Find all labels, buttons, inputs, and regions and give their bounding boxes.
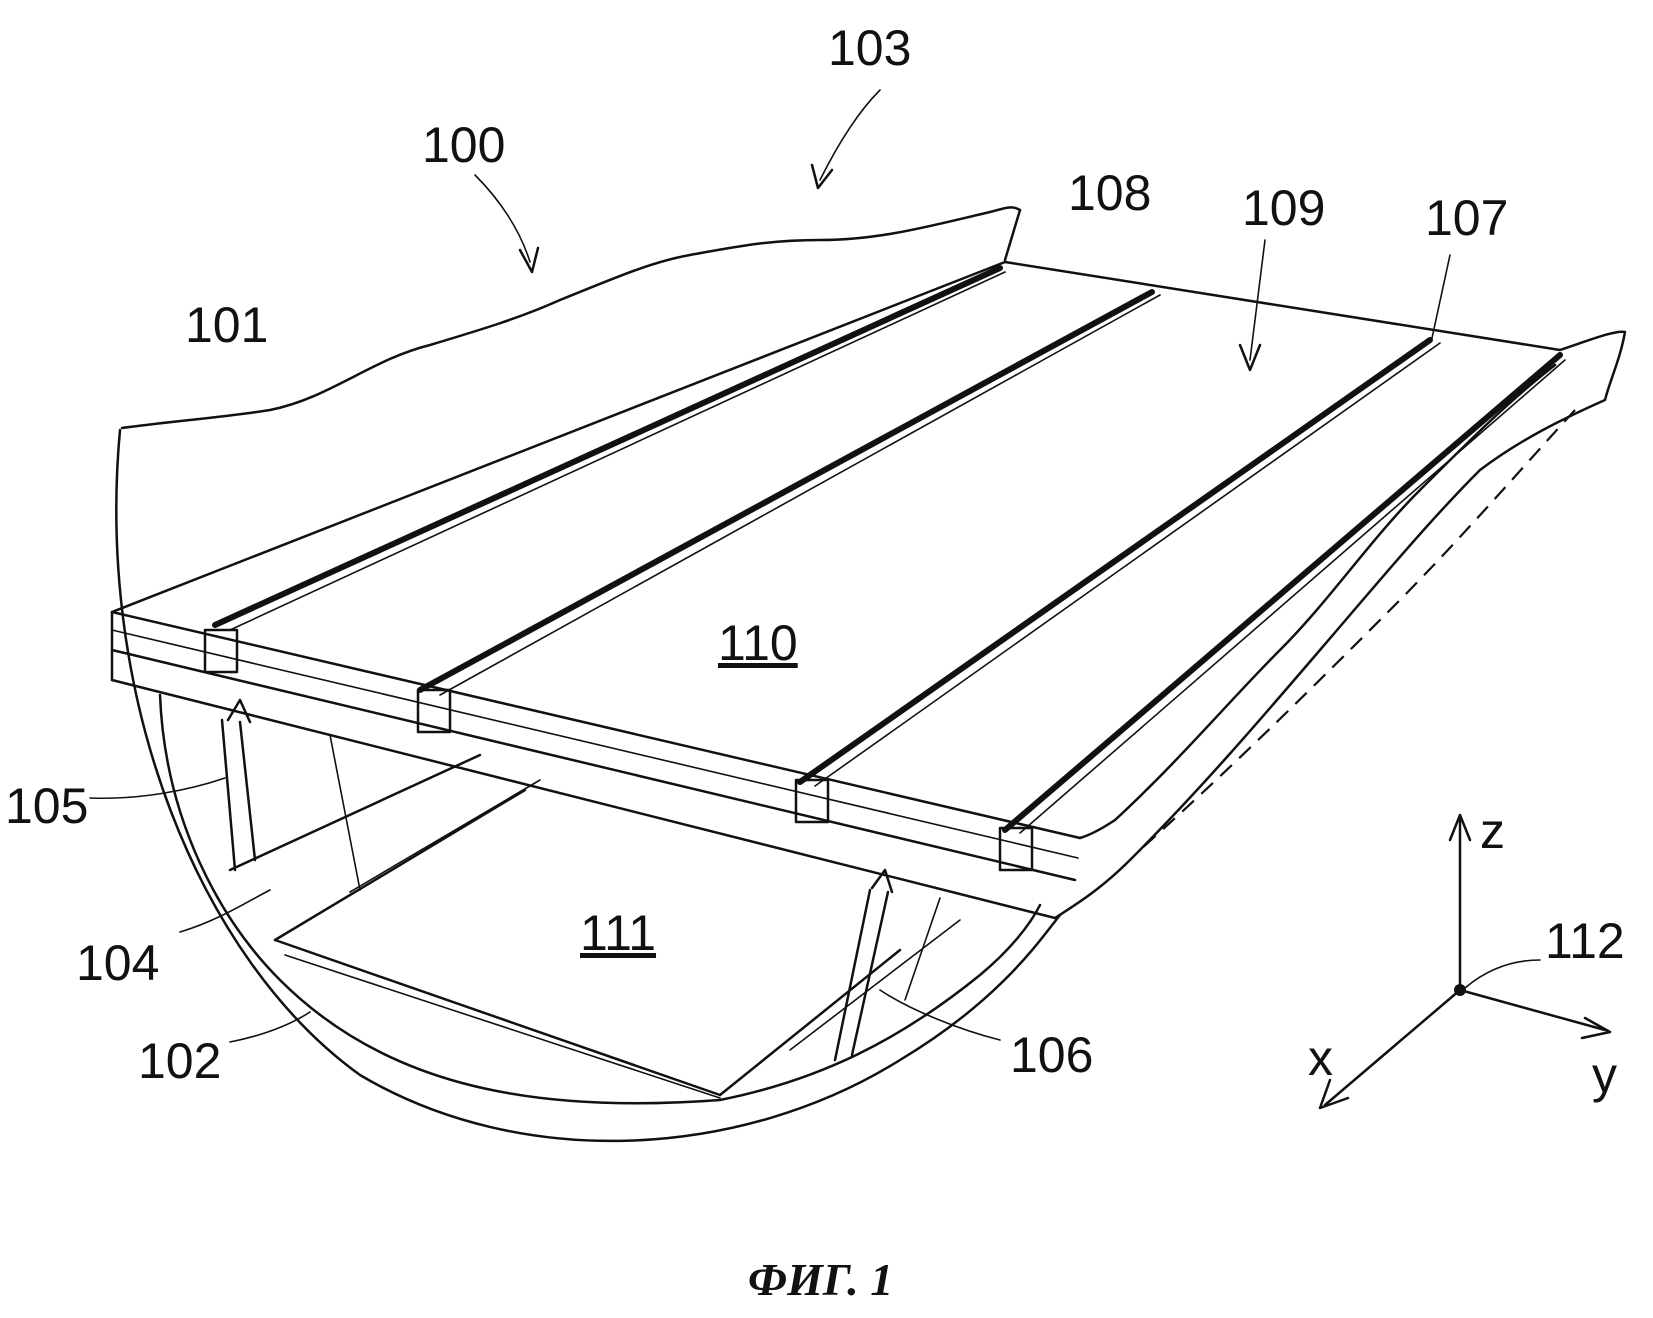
- leader-109: [1249, 239, 1266, 361]
- strut-106: [833, 888, 890, 1062]
- right-skin-dashed: [1139, 409, 1576, 851]
- leader-109-arrow: [1238, 343, 1262, 372]
- leader-105: [89, 777, 226, 800]
- floor-front-under-edge: [110, 678, 1057, 920]
- strut-105: [220, 718, 257, 872]
- lower-skin-inner: [158, 693, 1042, 1105]
- lower-right-brace: [718, 948, 902, 1097]
- figure-caption: ФИГ. 1: [748, 1254, 893, 1305]
- rail-2-profile: [416, 688, 452, 734]
- fuselage-break-line: [120, 206, 1022, 430]
- strut-mid: [329, 734, 361, 891]
- lower-beam: [228, 753, 482, 872]
- lower-beam-2: [349, 779, 541, 893]
- rail-1-edge: [229, 271, 1006, 631]
- rail-3-profile: [794, 778, 830, 824]
- floor-front-bottom-edge: [110, 648, 1077, 882]
- lower-floor-back: [273, 788, 527, 942]
- label-107: 107: [1425, 190, 1508, 246]
- rail-2: [417, 289, 1155, 693]
- lower-floor-left: [273, 938, 722, 1097]
- strut-106-b: [904, 897, 941, 1001]
- leader-103-arrow: [810, 163, 834, 190]
- strut-106-head: [870, 868, 894, 894]
- axis-label-y: y: [1592, 1047, 1617, 1103]
- floor-front-top-edge: [110, 610, 1082, 840]
- leader-103: [819, 89, 881, 181]
- rail-2-edge: [439, 294, 1161, 696]
- label-104: 104: [76, 935, 159, 991]
- label-108: 108: [1068, 165, 1151, 221]
- rail-4-edge: [1019, 359, 1566, 834]
- label-105: 105: [5, 778, 88, 834]
- lower-skin-outer: [115, 428, 1062, 1143]
- leader-100-arrow: [518, 246, 540, 274]
- leader-112: [1464, 959, 1541, 989]
- leader-107: [1431, 254, 1451, 339]
- axis-label-x: x: [1308, 1030, 1333, 1086]
- floor-front-mid-edge: [111, 629, 1079, 859]
- lower-floor-left-2: [284, 954, 721, 1099]
- axis-triad: [1318, 813, 1612, 1110]
- rail-1-profile: [203, 628, 239, 674]
- right-skin-outer: [1053, 330, 1627, 920]
- label-106: 106: [1010, 1027, 1093, 1083]
- leader-106: [879, 989, 1001, 1041]
- strut-105-head: [226, 698, 252, 724]
- label-101: 101: [185, 297, 268, 353]
- label-112: 112: [1545, 913, 1625, 969]
- axis-label-z: z: [1480, 803, 1505, 859]
- leader-100: [474, 174, 531, 263]
- label-109: 109: [1242, 180, 1325, 236]
- label-110: 110: [718, 615, 798, 671]
- label-103: 103: [828, 20, 911, 76]
- label-102: 102: [138, 1033, 221, 1089]
- rail-4: [1002, 352, 1563, 833]
- leader-102: [229, 1011, 311, 1043]
- floor-top-back-edge: [1003, 260, 1562, 352]
- fuselage-break-tick: [1003, 208, 1022, 262]
- floor-top-left-edge: [110, 260, 1007, 614]
- right-skin-inner: [1078, 363, 1557, 840]
- label-111: 111: [580, 905, 656, 961]
- rail-3: [797, 337, 1433, 785]
- label-100: 100: [422, 117, 505, 173]
- lower-right-brace-2: [789, 919, 961, 1051]
- rail-4-profile: [998, 826, 1034, 872]
- rail-3-edge: [814, 342, 1441, 787]
- rail-1: [212, 265, 1003, 628]
- leader-104: [179, 889, 271, 933]
